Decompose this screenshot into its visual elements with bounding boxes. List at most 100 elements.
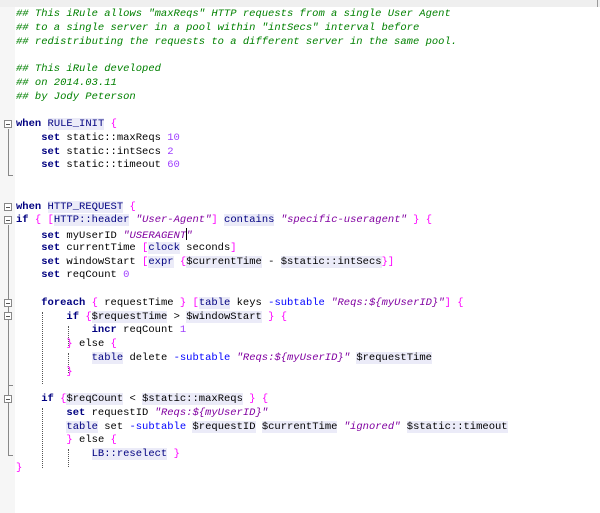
code-line[interactable] [16, 173, 508, 187]
string-literal: "Reqs:${myUserID}" [154, 406, 269, 419]
text [16, 269, 41, 281]
text [16, 297, 41, 309]
code-line[interactable]: if {$requestTime > $windowStart } { [16, 310, 508, 325]
text: myUserID [60, 230, 124, 242]
number-literal: 10 [167, 131, 180, 144]
option-flag: -subtable [129, 420, 187, 433]
text [16, 324, 92, 336]
text: < [123, 393, 143, 405]
text [16, 421, 66, 433]
variable: $static::intSecs [280, 255, 382, 268]
code-line[interactable]: if {$reqCount < $static::maxReqs } { [16, 393, 508, 407]
text [16, 366, 66, 378]
text-cursor [186, 228, 188, 240]
string-literal: "Reqs:${myUserID}" [331, 296, 445, 309]
code-line[interactable] [16, 49, 508, 63]
code-line[interactable]: when RULE_INIT { [16, 118, 508, 132]
brace: } [173, 448, 180, 460]
command: HTTP::header [53, 214, 130, 227]
code-line[interactable]: foreach { requestTime } [table keys -sub… [16, 296, 508, 311]
text: reqCount [60, 269, 124, 282]
code-line[interactable]: } [16, 462, 508, 476]
brace: } [66, 434, 73, 447]
editor-top-bar [0, 0, 600, 7]
text: keys [230, 296, 269, 309]
variable: $reqCount [66, 393, 124, 405]
code-line[interactable]: ## to a single server in a pool within "… [16, 22, 508, 36]
brace: { [110, 118, 117, 130]
command: RULE_INIT [47, 118, 105, 130]
code-line[interactable]: ## on 2014.03.11 [16, 77, 508, 91]
comment: ## by Jody Peterson [16, 90, 136, 103]
code-editor[interactable]: ## This iRule allows "maxReqs" HTTP requ… [16, 8, 508, 476]
fold-toggle-icon[interactable] [4, 299, 12, 307]
keyword: set [41, 159, 61, 172]
brace: { [110, 338, 117, 350]
command: table [91, 351, 124, 364]
brace: { [179, 255, 187, 268]
text [16, 311, 66, 323]
option-flag: -subtable [173, 351, 231, 364]
brace: { [261, 393, 269, 405]
text: requestID [85, 406, 155, 419]
string-literal: "specific-useragent" [280, 214, 407, 227]
fold-toggle-icon[interactable] [4, 312, 12, 320]
code-line[interactable]: ## redistributing the requests to a diff… [16, 36, 508, 50]
code-line[interactable]: incr reqCount 1 [16, 324, 508, 338]
code-line[interactable]: ## This iRule allows "maxReqs" HTTP requ… [16, 8, 508, 22]
brace: { [110, 434, 117, 447]
code-line[interactable]: set currentTime [clock seconds] [16, 241, 508, 256]
brace: { [129, 200, 136, 213]
brace: } [16, 461, 23, 474]
fold-line [8, 129, 9, 175]
text [16, 132, 41, 144]
code-line[interactable]: } else { [16, 338, 508, 352]
code-line[interactable]: set static::maxReqs 10 [16, 132, 508, 146]
code-line[interactable]: when HTTP_REQUEST { [16, 200, 508, 215]
code-line[interactable]: LB::reselect } [16, 448, 508, 462]
fold-toggle-icon[interactable] [4, 216, 12, 224]
text: reqCount [116, 324, 180, 337]
brace: } [381, 255, 388, 268]
code-line[interactable]: ## This iRule developed [16, 63, 508, 77]
code-line[interactable]: set requestID "Reqs:${myUserID}" [16, 407, 508, 421]
code-line[interactable]: ## by Jody Peterson [16, 91, 508, 105]
code-line[interactable] [16, 283, 508, 297]
text: - [261, 255, 281, 268]
code-line[interactable]: } [16, 366, 508, 380]
brace: { [280, 310, 288, 323]
brace: [ [47, 214, 54, 227]
keyword: set [41, 241, 61, 254]
code-line[interactable]: if { [HTTP::header "User-Agent"] contain… [16, 214, 508, 228]
brace: [ [142, 255, 149, 268]
comment: ## This iRule developed [16, 63, 161, 75]
code-line[interactable]: set static::intSecs 2 [16, 146, 508, 160]
code-line[interactable] [16, 379, 508, 393]
keyword: set [41, 230, 61, 242]
text [41, 118, 47, 130]
code-line[interactable] [16, 187, 508, 201]
text: else [72, 434, 111, 447]
string-literal: " [186, 230, 193, 242]
code-line[interactable]: set windowStart [expr {$currentTime - $s… [16, 255, 508, 270]
fold-toggle-icon[interactable] [4, 203, 12, 211]
fold-toggle-icon[interactable] [4, 395, 12, 403]
brace: } [66, 365, 73, 378]
text [16, 242, 41, 254]
text [16, 230, 41, 242]
keyword: if [66, 310, 80, 323]
text [16, 434, 66, 446]
code-line[interactable]: table delete -subtable "Reqs:${myUserID}… [16, 351, 508, 366]
code-line[interactable]: set myUserID "USERAGENT" [16, 228, 508, 242]
code-line[interactable] [16, 104, 508, 118]
variable: $static::timeout [406, 420, 508, 433]
brace: } [413, 214, 420, 227]
fold-toggle-icon[interactable] [4, 120, 12, 128]
command: HTTP_REQUEST [47, 200, 124, 213]
code-line[interactable]: table set -subtable $requestID $currentT… [16, 420, 508, 435]
code-line[interactable]: set reqCount 0 [16, 269, 508, 283]
text: requestTime [97, 296, 180, 309]
code-line[interactable]: set static::timeout 60 [16, 159, 508, 173]
brace: { [425, 214, 433, 227]
code-line[interactable]: } else { [16, 434, 508, 448]
